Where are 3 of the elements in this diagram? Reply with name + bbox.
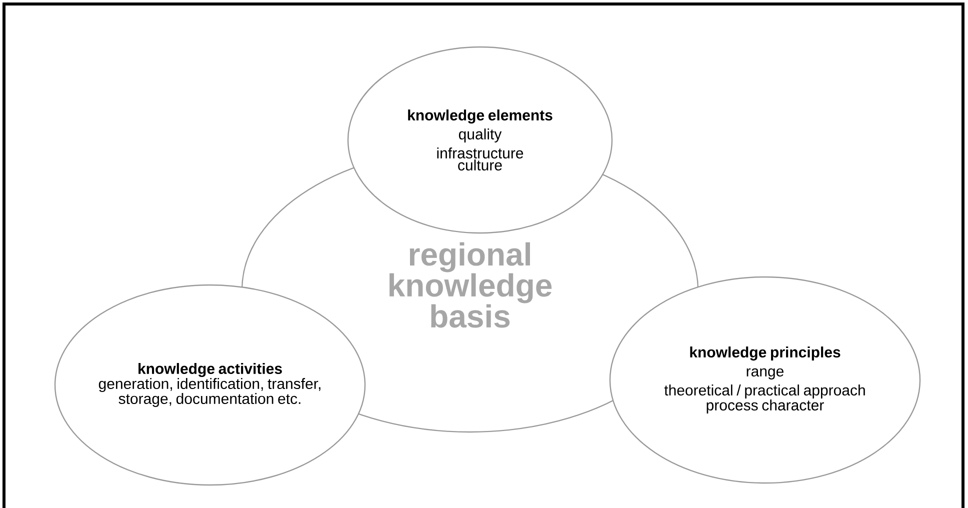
- ellipse-node: knowledge elements quality infrastructure culture: [347, 46, 613, 234]
- ellipse-node: knowledge principles range theoretical / practical approach process character: [609, 276, 921, 484]
- ellipse-node: knowledge activities generation, identification, transfer, storage, documentation etc.: [54, 284, 366, 486]
